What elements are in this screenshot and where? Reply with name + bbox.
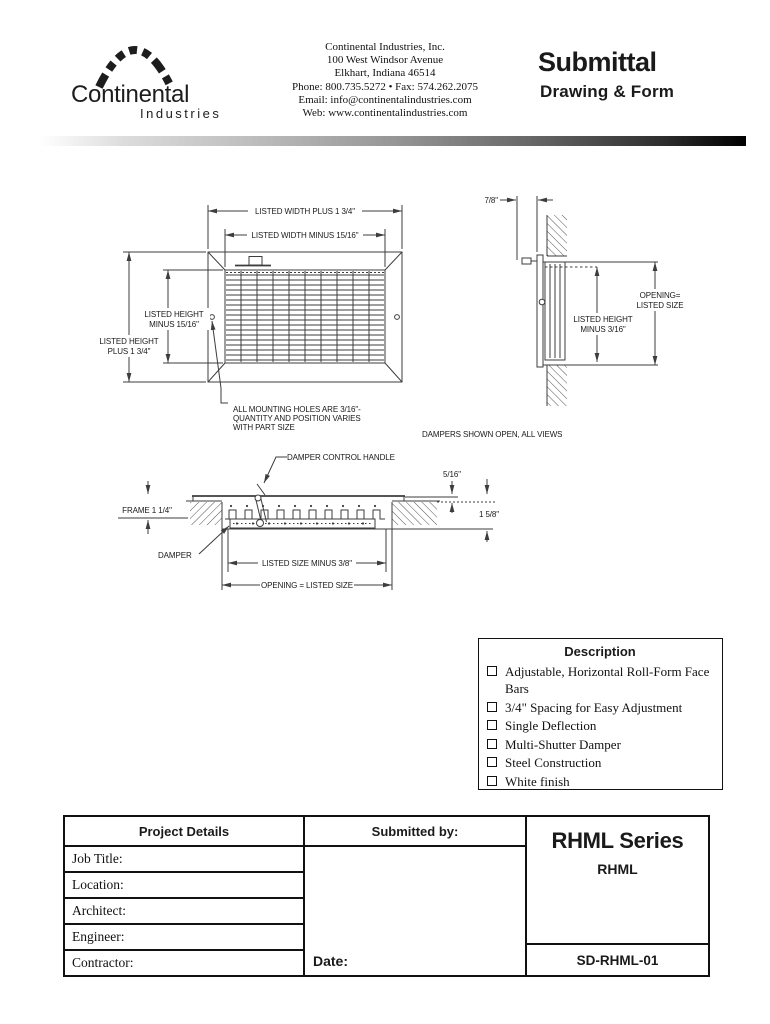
dim-label-size: LISTED SIZE MINUS 3/8" <box>262 559 352 568</box>
project-details-column: Project Details Job Title: Location: Arc… <box>65 817 303 975</box>
company-line: Email: info@continentalindustries.com <box>298 93 472 106</box>
wall-hatch-top <box>546 215 567 257</box>
front-frame-outline <box>207 251 403 383</box>
description-item-text: Adjustable, Horizontal Roll-Form Face Ba… <box>505 664 710 696</box>
dim-label-side-height: LISTED HEIGHT <box>573 315 632 324</box>
dim-label-gap: 5/16" <box>443 470 461 479</box>
description-title: Description <box>564 644 636 659</box>
label-damper: DAMPER <box>158 551 192 560</box>
description-item-text: Single Deflection <box>505 718 597 733</box>
company-line: Phone: 800.735.5272 • Fax: 574.262.2075 <box>292 80 478 93</box>
form-row-engineer: Engineer: <box>65 925 303 951</box>
section-damper-assembly <box>222 504 493 530</box>
logo-arch-icon <box>95 46 175 89</box>
dim-label-height-outer: PLUS 1 3/4" <box>108 347 151 356</box>
submitted-by-header: Submitted by: <box>305 817 525 847</box>
description-item: Adjustable, Horizontal Roll-Form Face Ba… <box>486 663 714 697</box>
form-row-architect: Architect: <box>65 899 303 925</box>
wall-hatch-bottom <box>546 364 567 406</box>
document-subtitle: Drawing & Form <box>540 82 675 101</box>
series-column: RHML Series RHML SD-RHML-01 <box>527 817 708 975</box>
project-details-header: Project Details <box>65 817 303 847</box>
damper-leader-line <box>198 525 230 555</box>
checkbox-icon <box>487 775 497 786</box>
front-grille-bars <box>226 271 384 362</box>
description-item: Steel Construction <box>486 754 714 771</box>
submitted-by-column: Submitted by: Date: <box>305 817 525 975</box>
company-line: 100 West Windsor Avenue <box>326 54 444 67</box>
description-item: Single Deflection <box>486 717 714 734</box>
front-view-drawing: LISTED WIDTH PLUS 1 3/4" LISTED WIDTH MI… <box>93 205 403 432</box>
description-item-text: White finish <box>505 773 570 789</box>
company-address-block: Continental Industries, Inc. 100 West Wi… <box>268 41 502 120</box>
dim-label-height-inner: MINUS 15/16" <box>149 320 199 329</box>
label-frame-depth: FRAME 1 1/4" <box>122 506 172 515</box>
label-opening: LISTED SIZE <box>637 301 684 310</box>
checkbox-icon <box>487 738 497 749</box>
description-item: Multi-Shutter Damper <box>486 736 714 753</box>
row-divider <box>527 943 708 945</box>
dim-label-height-inner: LISTED HEIGHT <box>144 310 203 319</box>
dim-label-side-height: MINUS 3/16" <box>580 325 626 334</box>
section-faceplate <box>192 495 458 501</box>
column-divider <box>303 817 305 975</box>
side-frame-profile <box>521 254 566 368</box>
side-projection-dimension <box>500 196 553 260</box>
section-control-handle <box>254 483 267 527</box>
section-view-drawing: DAMPER CONTROL HANDLE 5/16" FRAME 1 1/4"… <box>118 453 499 591</box>
document-title: Submittal <box>538 47 657 77</box>
form-row-contractor: Contractor: <box>72 955 134 970</box>
series-title: RHML Series <box>551 828 684 853</box>
dim-label-height-outer: LISTED HEIGHT <box>99 337 158 346</box>
form-row-job-title: Job Title: <box>65 847 303 873</box>
date-label: Date: <box>313 953 349 969</box>
dampers-open-caption: DAMPERS SHOWN OPEN, ALL VIEWS <box>422 430 562 439</box>
handle-leader-line <box>263 456 287 484</box>
mounting-hole-leader-line <box>210 320 228 404</box>
wall-hatch-right <box>392 500 440 525</box>
dim-label-width-outer: LISTED WIDTH PLUS 1 3/4" <box>255 207 355 216</box>
mounting-holes-note: QUANTITY AND POSITION VARIES <box>233 414 361 423</box>
column-divider <box>525 817 527 975</box>
description-item: White finish <box>486 773 714 790</box>
label-damper-control-handle: DAMPER CONTROL HANDLE <box>287 453 395 462</box>
logo-wordmark-sub: Industries <box>140 106 222 121</box>
dim-label-opening: OPENING = LISTED SIZE <box>261 581 353 590</box>
description-box: Description Adjustable, Horizontal Roll-… <box>478 638 723 790</box>
mounting-hole-right <box>394 314 400 320</box>
header-divider-gradient <box>40 136 746 146</box>
dim-label-depth: 1 5/8" <box>479 510 499 519</box>
company-line: Continental Industries, Inc. <box>325 41 445 53</box>
checkbox-icon <box>487 757 497 767</box>
checkbox-icon <box>487 701 497 712</box>
dim-label-projection: 7/8" <box>484 196 498 205</box>
description-item-text: 3/4" Spacing for Easy Adjustment <box>505 699 683 715</box>
front-damper-handle <box>235 256 271 267</box>
checkbox-icon <box>487 720 497 730</box>
mounting-hole-left <box>209 314 215 320</box>
logo-wordmark: Continental <box>71 81 190 108</box>
mounting-holes-note: ALL MOUNTING HOLES ARE 3/16"- <box>233 405 361 414</box>
side-view-drawing: 7/8" OPENING= LISTED SIZE LISTED HEIGHT … <box>422 196 690 439</box>
checkbox-icon <box>487 666 497 676</box>
mounting-holes-note: WITH PART SIZE <box>233 423 295 432</box>
wall-hatch-left <box>186 500 222 525</box>
dim-label-width-inner: LISTED WIDTH MINUS 15/16" <box>251 231 358 240</box>
model-name: RHML <box>597 861 638 877</box>
description-item-text: Multi-Shutter Damper <box>505 736 621 752</box>
document-number: SD-RHML-01 <box>576 953 659 968</box>
company-line: Web: www.continentalindustries.com <box>302 107 468 120</box>
label-opening: OPENING= <box>640 291 681 300</box>
company-line: Elkhart, Indiana 46514 <box>334 67 436 80</box>
project-form-table: Project Details Job Title: Location: Arc… <box>63 815 710 977</box>
form-row-location: Location: <box>65 873 303 899</box>
description-item-text: Steel Construction <box>505 755 602 770</box>
description-item: 3/4" Spacing for Easy Adjustment <box>486 699 714 716</box>
